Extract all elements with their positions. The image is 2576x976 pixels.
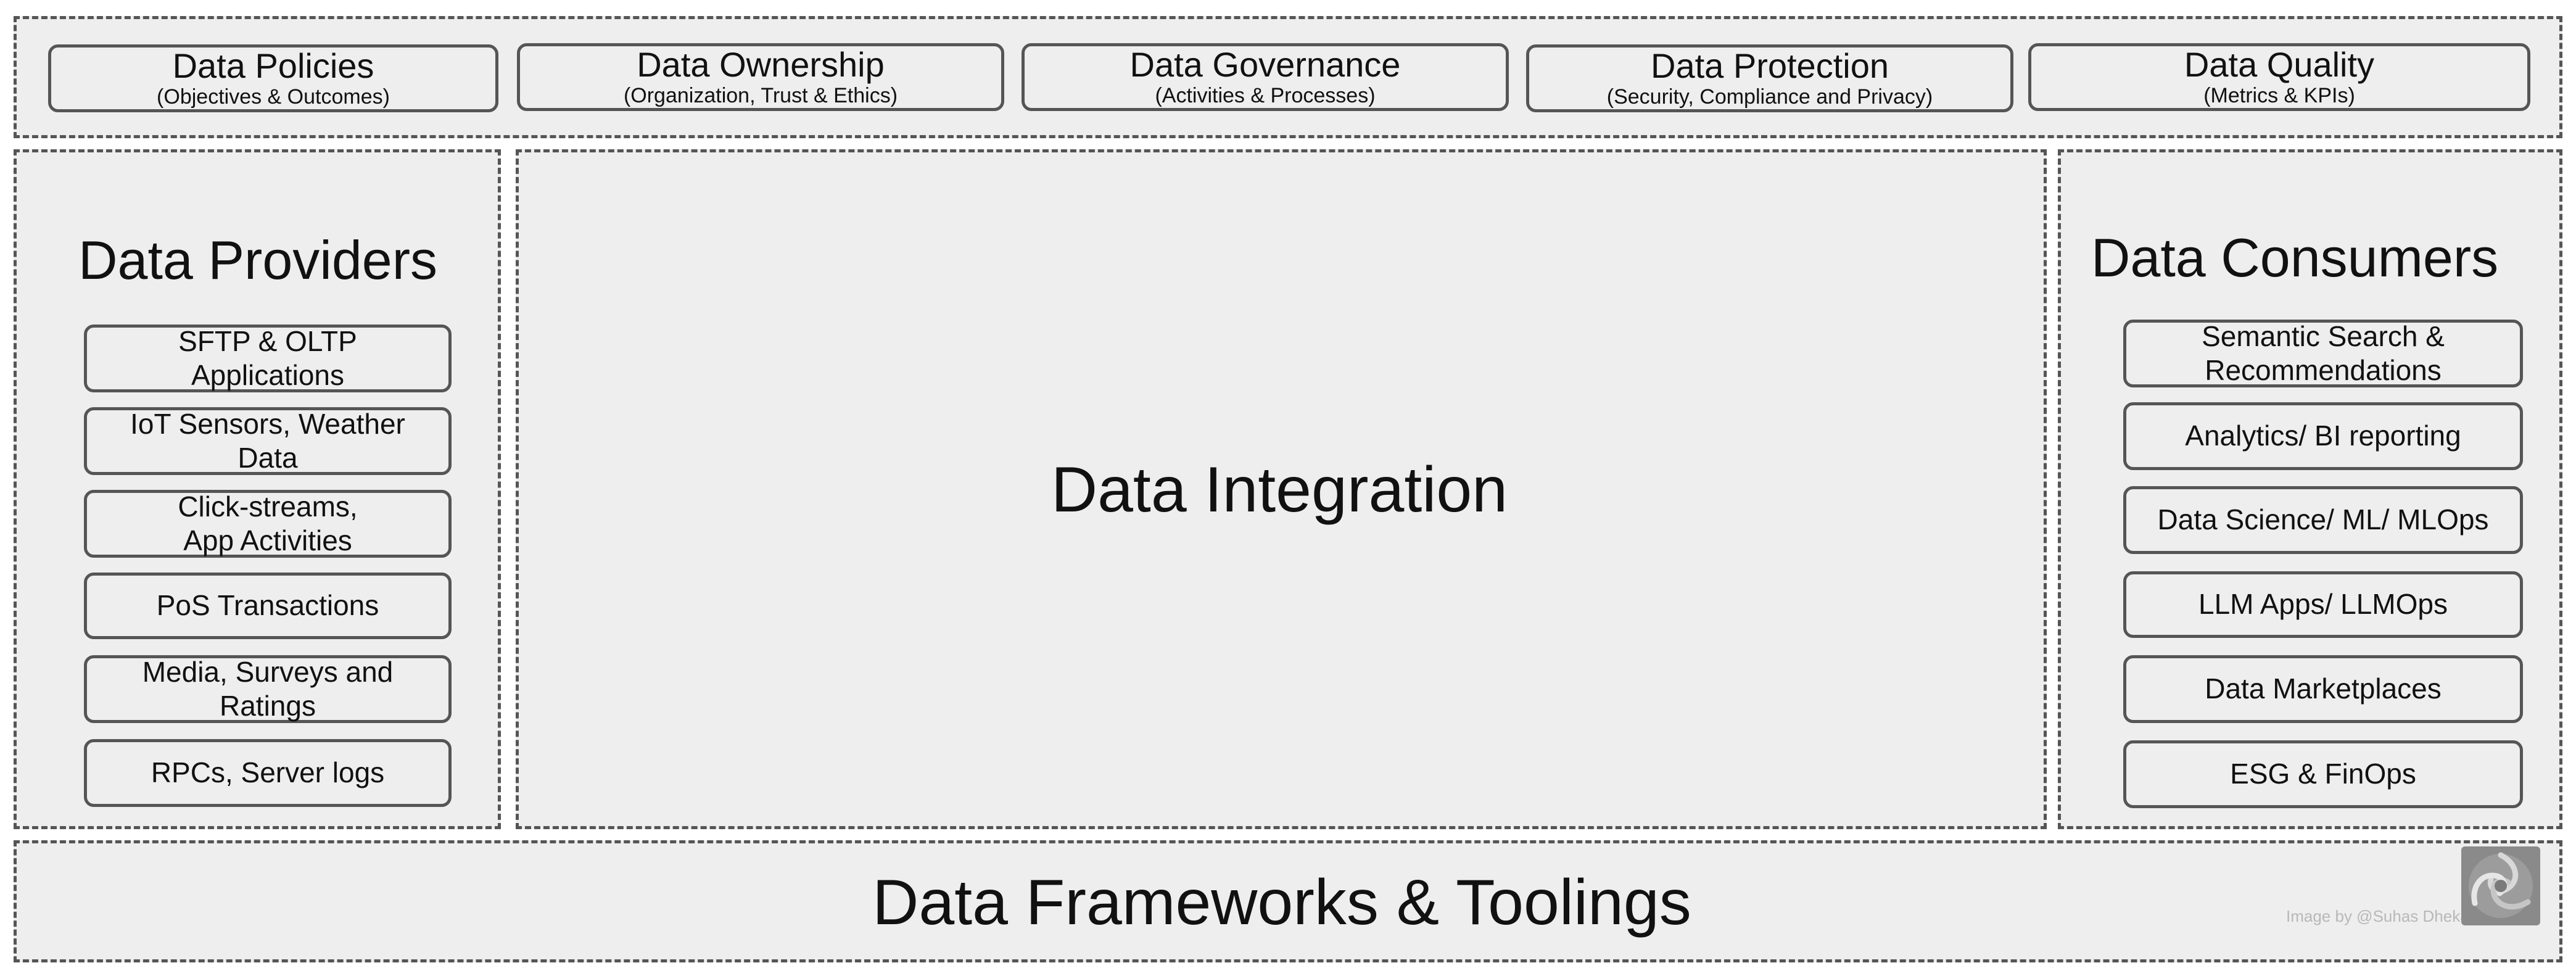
data-quality-box: Data Quality (Metrics & KPIs) — [2028, 43, 2530, 111]
consumer-item-label: Analytics/ BI reporting — [2185, 420, 2461, 452]
data-quality-title: Data Quality — [2184, 44, 2375, 84]
provider-item: SFTP & OLTP Applications — [84, 325, 452, 392]
provider-item-label: Click-streams, App Activities — [178, 490, 358, 556]
provider-item: Click-streams, App Activities — [84, 490, 452, 558]
data-integration-panel — [516, 149, 2047, 829]
consumer-item: Analytics/ BI reporting — [2123, 402, 2523, 470]
image-credit: Image by @Suhas Dhekane — [2286, 907, 2487, 925]
swirl-logo-graphic — [2469, 852, 2533, 918]
data-policies-subtitle: (Objectives & Outcomes) — [157, 85, 390, 109]
data-governance-title: Data Governance — [1129, 44, 1401, 84]
provider-item-label: Media, Surveys and Ratings — [142, 655, 394, 722]
data-frameworks-title: Data Frameworks & Toolings — [872, 867, 1691, 938]
data-consumers-heading: Data Consumers — [2091, 227, 2499, 288]
data-policies-title: Data Policies — [172, 46, 374, 85]
data-ownership-title: Data Ownership — [637, 44, 885, 84]
provider-item: RPCs, Server logs — [84, 739, 452, 807]
consumer-item-label: ESG & FinOps — [2230, 758, 2416, 790]
swirl-logo-icon — [2461, 846, 2540, 925]
consumer-item: ESG & FinOps — [2123, 740, 2523, 808]
consumer-item: Data Marketplaces — [2123, 655, 2523, 723]
provider-item: IoT Sensors, Weather Data — [84, 407, 452, 475]
consumer-item: Data Science/ ML/ MLOps — [2123, 486, 2523, 554]
consumer-item: Semantic Search & Recommendations — [2123, 320, 2523, 387]
data-frameworks-panel — [14, 840, 2562, 962]
data-policies-box: Data Policies (Objectives & Outcomes) — [48, 44, 498, 112]
provider-item-label: SFTP & OLTP Applications — [178, 325, 357, 391]
data-governance-subtitle: (Activities & Processes) — [1155, 84, 1376, 108]
consumer-item-label: Semantic Search & Recommendations — [2202, 320, 2445, 386]
consumer-item-label: Data Science/ ML/ MLOps — [2157, 503, 2489, 536]
data-protection-subtitle: (Security, Compliance and Privacy) — [1606, 85, 1933, 109]
data-integration-title: Data Integration — [1051, 454, 1508, 526]
data-ownership-subtitle: (Organization, Trust & Ethics) — [623, 84, 898, 108]
provider-item: Media, Surveys and Ratings — [84, 655, 452, 723]
consumer-item-label: LLM Apps/ LLMOps — [2198, 588, 2448, 621]
provider-item-label: IoT Sensors, Weather Data — [130, 407, 405, 474]
consumer-item: LLM Apps/ LLMOps — [2123, 571, 2523, 638]
data-providers-heading: Data Providers — [78, 230, 438, 291]
consumer-item-label: Data Marketplaces — [2205, 672, 2442, 705]
data-quality-subtitle: (Metrics & KPIs) — [2203, 84, 2355, 108]
data-protection-box: Data Protection (Security, Compliance an… — [1526, 44, 2013, 112]
provider-item: PoS Transactions — [84, 573, 452, 639]
data-protection-title: Data Protection — [1651, 46, 1889, 85]
data-ownership-box: Data Ownership (Organization, Trust & Et… — [517, 43, 1004, 111]
provider-item-label: RPCs, Server logs — [151, 756, 385, 789]
provider-item-label: PoS Transactions — [156, 589, 379, 622]
data-governance-box: Data Governance (Activities & Processes) — [1022, 43, 1509, 111]
